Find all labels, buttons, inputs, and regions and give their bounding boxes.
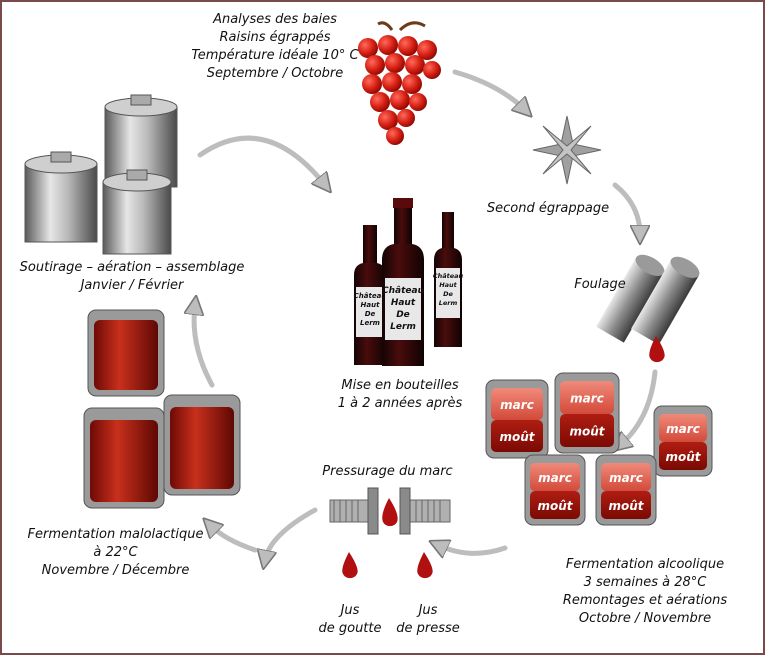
caption-soutirage: Soutirage – aération – assemblage Janvie… xyxy=(14,259,250,295)
caption-fa-line-4: Octobre / Novembre xyxy=(578,611,712,626)
caption-jus-goutte: Jus de goutte xyxy=(310,602,390,638)
caption-analyses-line-4: Septembre / Octobre xyxy=(206,66,344,81)
process-arrows xyxy=(194,69,658,560)
caption-analyses-line-1: Analyses des baies xyxy=(213,12,337,27)
caption-analyses-line-2: Raisins égrappés xyxy=(219,30,331,45)
arrow-egrappage-to-foulage xyxy=(612,182,640,235)
arrow-fermentation-to-pressurage xyxy=(438,545,508,553)
caption-fa-line-3: Remontages et aérations xyxy=(562,593,728,608)
bottle-left: Château Haut De Lerm xyxy=(354,225,387,365)
wine-bottles-icon: Château Haut De Lerm Château Haut De Ler… xyxy=(354,198,464,366)
bottle-center-label-4: Lerm xyxy=(390,322,416,332)
bottle-center-label-2: Haut xyxy=(391,298,416,308)
tank-label-mout: moût xyxy=(665,450,701,464)
bottle-right-label-4: Lerm xyxy=(439,299,458,307)
tank-label-mout: moût xyxy=(499,430,535,444)
caption-fm-line-1: Fermentation malolactique xyxy=(27,527,204,542)
caption-analyses: Analyses des baies Raisins égrappés Temp… xyxy=(180,11,370,83)
tank-label-mout: moût xyxy=(569,425,605,439)
destemmer-icon xyxy=(532,115,602,185)
caption-fm-line-2: à 22°C xyxy=(93,545,138,560)
bottle-center-label-3: De xyxy=(396,310,410,320)
tank-label-mout: moût xyxy=(537,499,573,513)
caption-soutirage-line-2: Janvier / Février xyxy=(80,278,184,293)
bottle-right-label-1: Château xyxy=(433,272,464,280)
crusher-rollers-icon xyxy=(596,254,700,345)
caption-jus-presse-line-1: Jus xyxy=(418,603,438,618)
caption-fermentation-alcoolique: Fermentation alcoolique 3 semaines à 28°… xyxy=(550,556,740,628)
bottle-right-label-2: Haut xyxy=(439,281,457,289)
arrow-foulage-to-fermentation xyxy=(620,369,658,445)
caption-jus-goutte-line-1: Jus xyxy=(340,603,360,618)
caption-analyses-line-3: Température idéale 10° C xyxy=(191,48,359,63)
bottle-center: Château Haut De Lerm xyxy=(382,198,425,366)
caption-mise-en-bouteilles: Mise en bouteilles 1 à 2 années après xyxy=(325,377,475,413)
press-icon xyxy=(329,487,451,535)
arrow-grapes-to-egrappage xyxy=(452,69,525,110)
fermentation-tanks: marc moût marc moût marc moût marc moût marc moût xyxy=(485,372,713,526)
bottle-center-label-1: Château xyxy=(382,286,425,296)
tank-label-marc: marc xyxy=(500,398,534,412)
caption-mise-line-2: 1 à 2 années après xyxy=(337,396,463,411)
fermentation-tank-1: marc moût xyxy=(485,379,549,459)
drop-icon-press xyxy=(382,498,398,527)
caption-jus-presse: Jus de presse xyxy=(388,602,468,638)
caption-jus-goutte-line-2: de goutte xyxy=(318,621,382,636)
caption-fa-line-1: Fermentation alcoolique xyxy=(565,557,725,572)
bottle-left-label-4: Lerm xyxy=(360,319,380,327)
caption-second-egrappage: Second égrappage xyxy=(486,201,610,216)
arrow-soutirage-to-bottles xyxy=(197,135,325,185)
fermentation-tank-3: marc moût xyxy=(653,405,713,477)
caption-pressurage: Pressurage du marc xyxy=(322,464,453,479)
fermentation-tank-5: marc moût xyxy=(595,454,657,526)
wine-drops xyxy=(342,336,665,579)
bottle-left-label-3: De xyxy=(365,310,376,318)
tank-label-marc: marc xyxy=(538,471,572,485)
caption-fm-line-3: Novembre / Décembre xyxy=(41,563,190,578)
tank-label-marc: marc xyxy=(570,392,604,406)
fermentation-tank-2: marc moût xyxy=(554,372,620,454)
caption-mise-line-1: Mise en bouteilles xyxy=(341,378,459,393)
caption-fermentation-malolactique: Fermentation malolactique à 22°C Novembr… xyxy=(18,526,213,580)
bottle-right-label-3: De xyxy=(443,290,453,298)
drop-icon-foulage xyxy=(649,336,665,363)
tank-label-marc: marc xyxy=(609,471,643,485)
bottle-right: Château Haut De Lerm xyxy=(433,212,464,347)
drop-icon-goutte xyxy=(342,552,358,579)
tank-label-mout: moût xyxy=(608,499,644,513)
caption-jus-presse-line-2: de presse xyxy=(396,621,460,636)
bottle-left-label-1: Château xyxy=(354,292,387,300)
caption-foulage: Foulage xyxy=(574,277,626,292)
fermentation-tank-4: marc moût xyxy=(524,454,586,526)
arrow-to-malo xyxy=(210,525,258,553)
tank-label-marc: marc xyxy=(666,422,700,436)
grapes-icon xyxy=(358,21,441,145)
drop-icon-presse xyxy=(417,552,433,579)
caption-fa-line-2: 3 semaines à 28°C xyxy=(583,575,707,590)
arrow-malo-to-soutirage xyxy=(194,305,215,388)
malolactic-tanks-icon xyxy=(83,309,241,509)
bottle-left-label-2: Haut xyxy=(361,301,381,309)
steel-tanks-icon xyxy=(24,94,178,255)
arrow-pressurage-to-malo xyxy=(265,507,318,560)
caption-soutirage-line-1: Soutirage – aération – assemblage xyxy=(19,260,245,275)
